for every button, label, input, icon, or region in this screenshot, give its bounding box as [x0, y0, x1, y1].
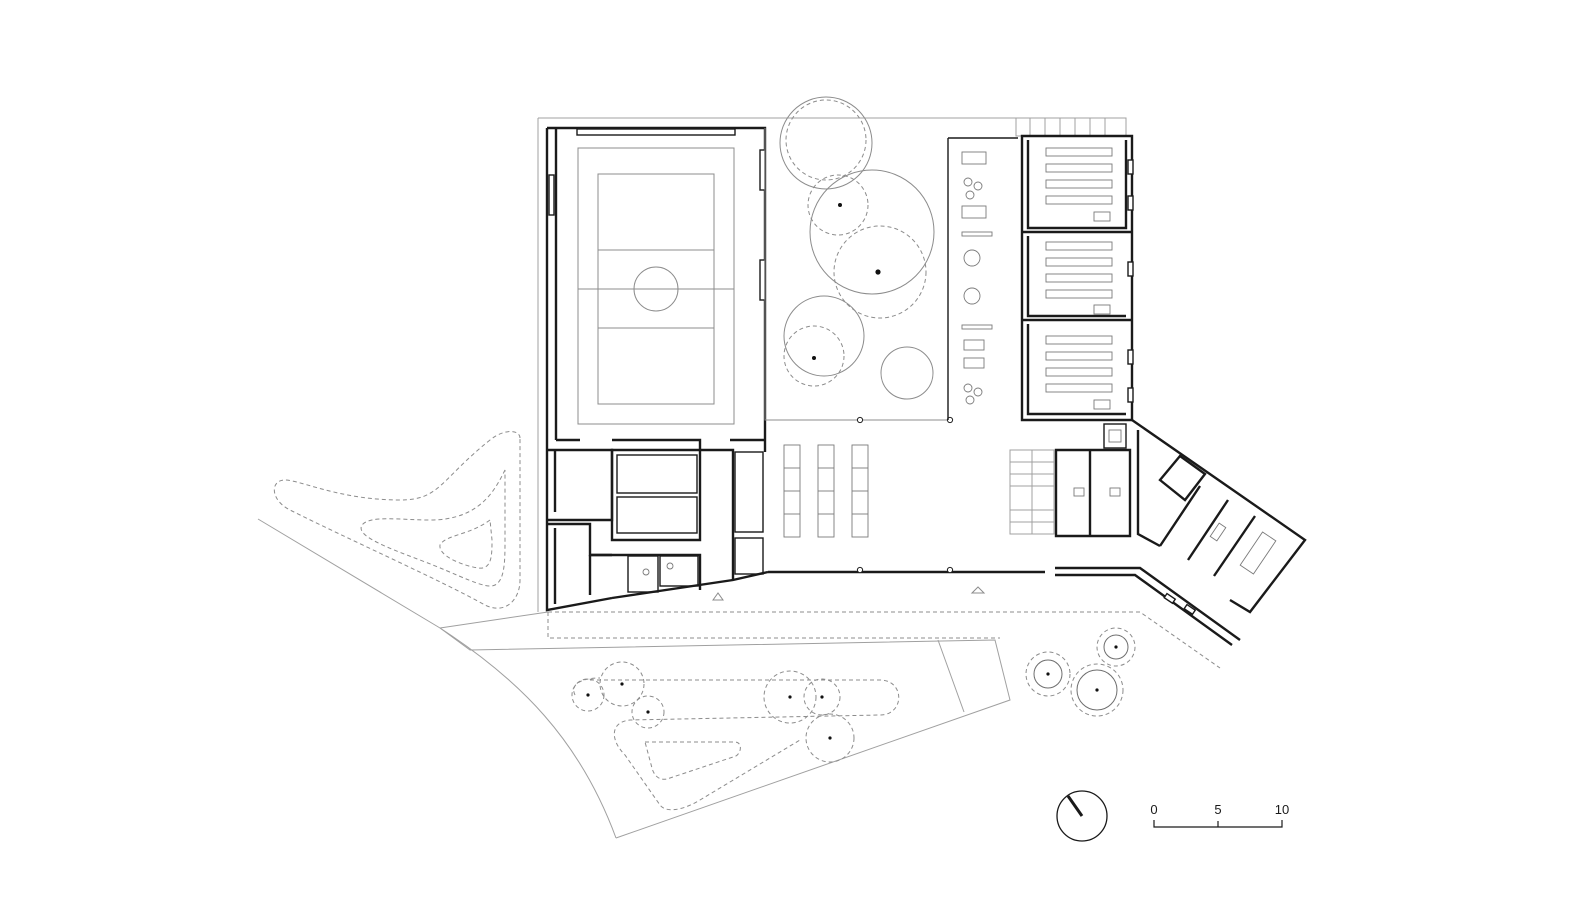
building — [537, 96, 1307, 646]
foyer — [712, 416, 1241, 646]
changing-rooms — [547, 438, 769, 604]
north-arrow-icon — [1056, 790, 1108, 842]
classrooms — [1015, 117, 1134, 422]
scale-bar: 0 5 10 — [1150, 802, 1289, 828]
scale-label-5: 5 — [1214, 802, 1221, 817]
scale-label-0: 0 — [1150, 802, 1157, 817]
scale-label-10: 10 — [1275, 802, 1289, 817]
learning-corridor — [947, 138, 993, 420]
site-context — [257, 431, 1221, 839]
stairs-and-toilets — [1009, 423, 1132, 538]
angled-wing — [1131, 419, 1307, 616]
